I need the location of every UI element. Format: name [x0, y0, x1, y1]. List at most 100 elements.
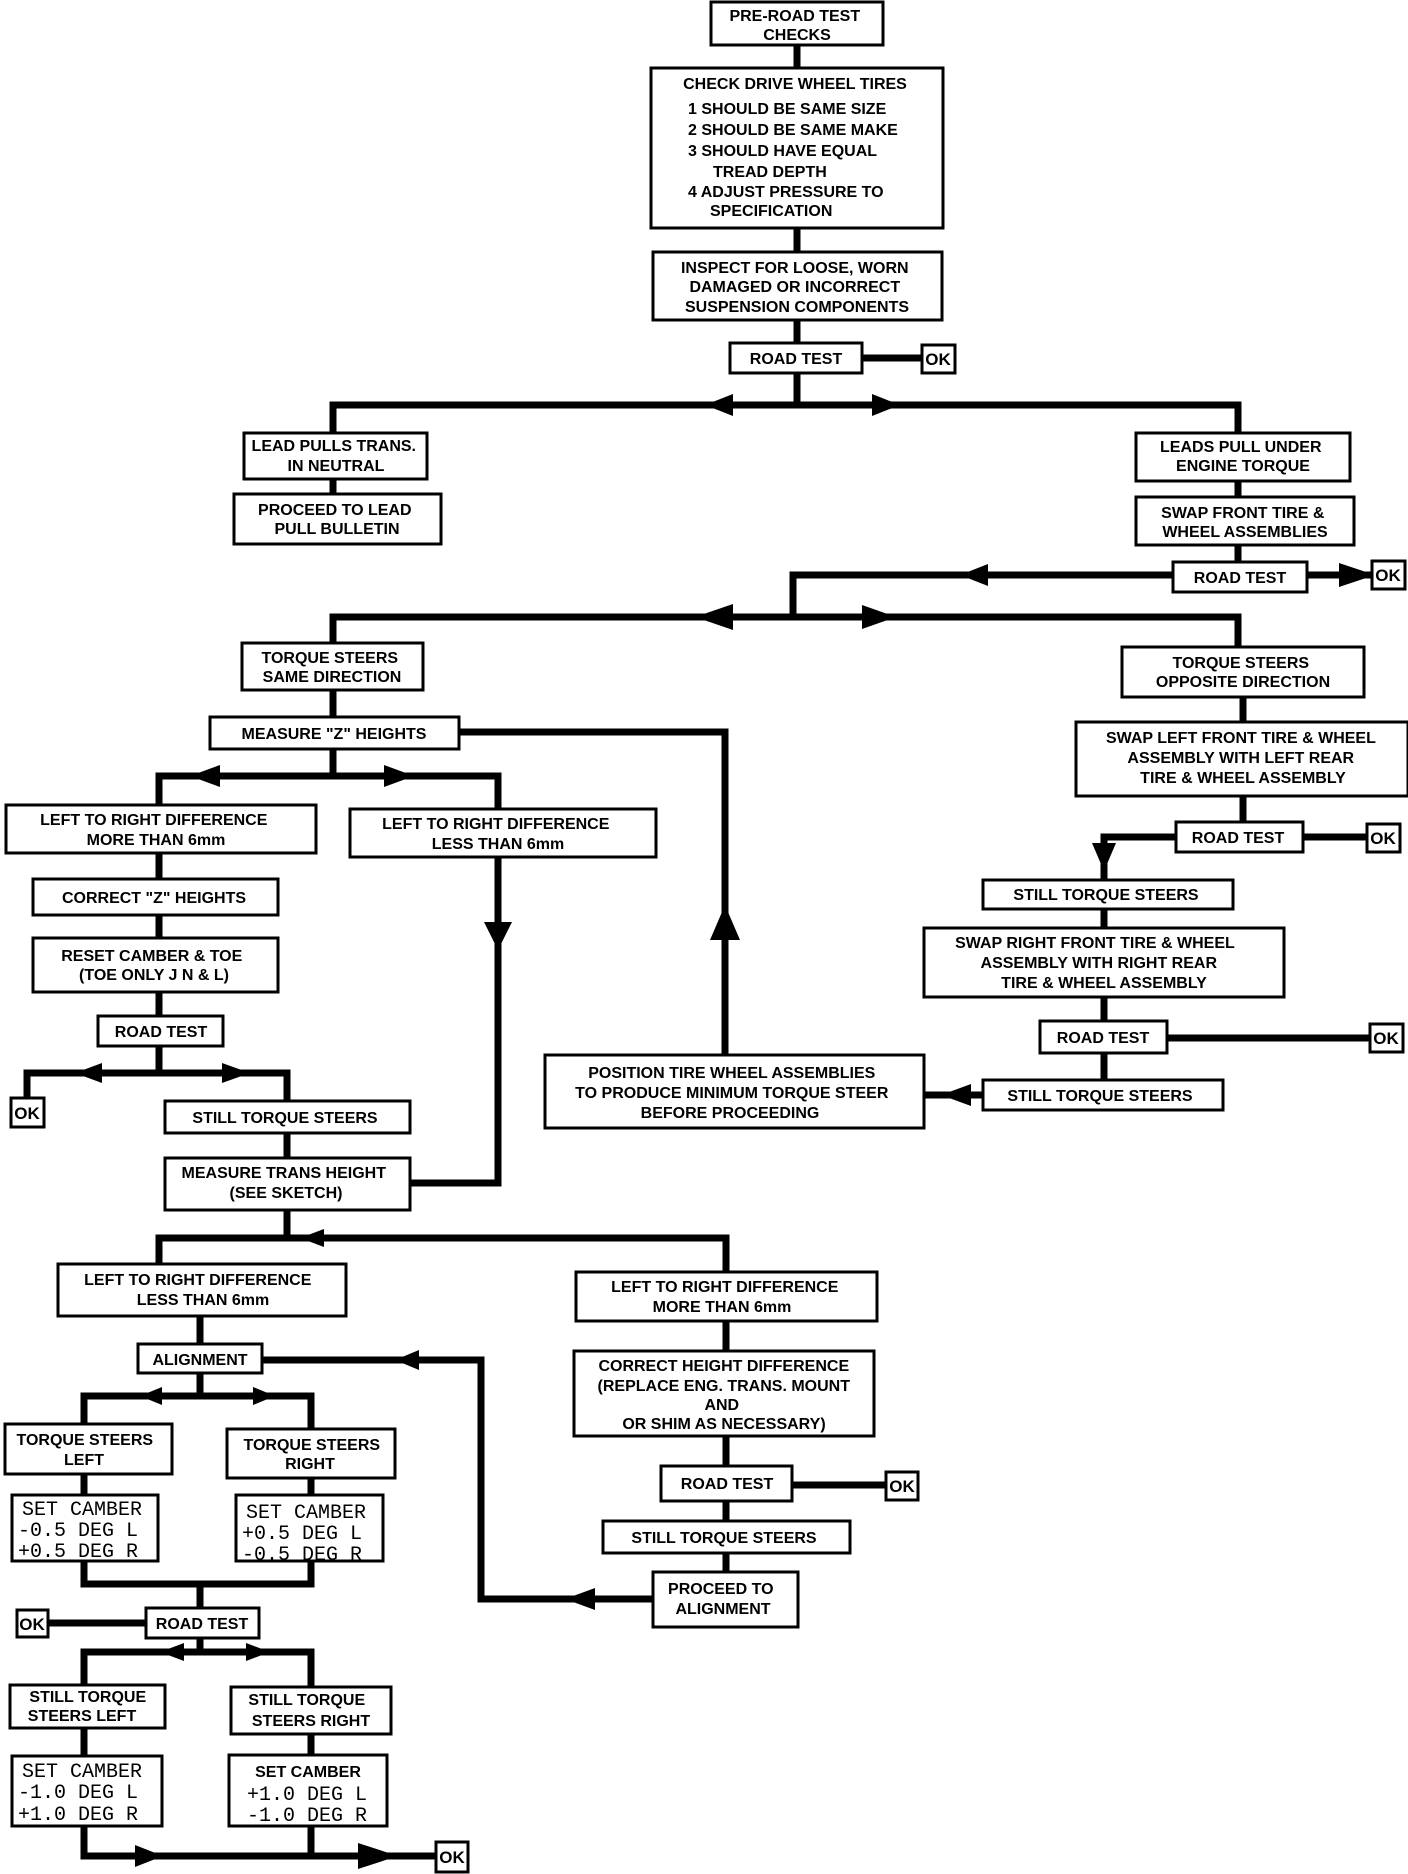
ok-box: OK [1365, 822, 1402, 854]
camber-left-2-values: SET CAMBER -1.0 DEG L +1.0 DEG R [18, 1761, 154, 1827]
proceed-lead-pull-label: PROCEED TO LEAD PULL BULLETIN [258, 502, 416, 538]
ok-box: OK [1370, 559, 1407, 591]
box-still-torque-4 [601, 1519, 852, 1555]
arrow-right-icon [1339, 563, 1375, 587]
box-road-test-2 [1171, 560, 1309, 594]
box-z-less [348, 807, 658, 859]
box-camber-right-2 [227, 1753, 389, 1828]
road-test-label: ROAD TEST [750, 351, 843, 368]
arrow-left-icon [160, 1643, 184, 1661]
line-branch-trans [155, 1234, 730, 1272]
box-camber-left-2 [10, 1754, 164, 1828]
check-tires-title: CHECK DRIVE WHEEL TIRES [683, 76, 907, 93]
arrow-left-icon [565, 1588, 595, 1610]
arrow-right-icon [246, 1643, 270, 1661]
box-leads-pull-torque [1134, 431, 1352, 483]
swap-front-label: SWAP FRONT TIRE & WHEEL ASSEMBLIES [1161, 505, 1329, 541]
still-torque-label: STILL TORQUE STEERS [631, 1530, 817, 1547]
ok-box: OK [15, 1608, 50, 1639]
arrow-left-icon [705, 394, 733, 416]
connectors [23, 45, 1372, 1860]
ok-box: OK [434, 1840, 470, 1874]
line-branch-z [155, 772, 502, 1187]
arrow-right-icon [135, 1845, 163, 1867]
line-measurez-loop [459, 728, 729, 1055]
box-trans-less [56, 1262, 348, 1318]
line-branch-align [80, 1392, 315, 1429]
box-swap-right [922, 926, 1286, 999]
alignment-label: ALIGNMENT [152, 1352, 247, 1369]
correct-z-label: CORRECT "Z" HEIGHTS [62, 890, 246, 907]
arrow-right-icon [253, 1387, 275, 1405]
box-road-test-7 [144, 1606, 261, 1640]
box-trans-more [574, 1270, 879, 1323]
svg-text:OK: OK [14, 1104, 40, 1123]
road-test-label: ROAD TEST [1194, 570, 1287, 587]
box-still-torque-1 [163, 1099, 412, 1135]
camber-right-1-values: SET CAMBER +0.5 DEG L -0.5 DEG R [242, 1502, 378, 1567]
measure-trans-label: MEASURE TRANS HEIGHT (SEE SKETCH) [182, 1165, 391, 1202]
box-check-tires [649, 66, 945, 230]
box-swap-front [1134, 495, 1356, 547]
torque-opposite-label: TORQUE STEERS OPPOSITE DIRECTION [1156, 655, 1330, 691]
road-test-label: ROAD TEST [156, 1616, 249, 1633]
swap-right-label: SWAP RIGHT FRONT TIRE & WHEEL ASSEMBLY W… [955, 935, 1239, 992]
box-z-more [4, 803, 318, 855]
box-proceed-lead-pull [232, 492, 443, 546]
box-lead-pulls-neutral [242, 431, 429, 481]
line-branch-road7 [80, 1648, 315, 1687]
road-test-label: ROAD TEST [681, 1476, 774, 1493]
svg-text:OK: OK [19, 1615, 45, 1634]
box-camber-right-1 [234, 1493, 385, 1563]
ts-right-label: TORQUE STEERS RIGHT [243, 1437, 384, 1473]
leads-pull-torque-label: LEADS PULL UNDER ENGINE TORQUE [1160, 439, 1326, 475]
line-branch-2 [329, 613, 1242, 647]
measure-z-label: MEASURE "Z" HEIGHTS [242, 726, 427, 743]
svg-text:OK: OK [1375, 566, 1401, 585]
arrowheads [75, 394, 1375, 1869]
arrow-left-icon [395, 1350, 419, 1370]
arrow-right-icon [358, 1843, 398, 1869]
box-still-right [229, 1685, 393, 1736]
box-camber-left-1 [10, 1493, 160, 1563]
proceed-alignment-label: PROCEED TO ALIGNMENT [668, 1581, 778, 1618]
box-torque-opposite [1120, 645, 1366, 699]
line-branch-3 [23, 1069, 291, 1101]
box-swap-left [1074, 720, 1408, 798]
box-road-test-5 [1038, 1019, 1169, 1055]
box-alignment [136, 1342, 264, 1375]
arrow-up-icon [710, 905, 740, 940]
line-camber2-join [80, 1826, 315, 1860]
box-correct-height [572, 1349, 876, 1438]
ok-box: OK [1368, 1022, 1405, 1054]
arrow-left-icon [960, 564, 988, 586]
line-road2-return [789, 571, 1173, 617]
road-test-label: ROAD TEST [115, 1024, 208, 1041]
camber-right-2-values: +1.0 DEG L -1.0 DEG R [247, 1784, 379, 1828]
arrow-right-icon [384, 765, 414, 787]
box-proceed-alignment [651, 1570, 800, 1629]
inspect-label: INSPECT FOR LOOSE, WORN DAMAGED OR INCOR… [681, 260, 913, 316]
box-road-test-4 [1174, 820, 1305, 854]
ok-box: OK [884, 1470, 920, 1502]
pre-road-test-label: PRE-ROAD TEST CHECKS [729, 8, 864, 44]
boxes [3, 0, 1408, 1828]
correct-height-label: CORRECT HEIGHT DIFFERENCE (REPLACE ENG. … [598, 1358, 855, 1433]
lead-pulls-neutral-label: LEAD PULLS TRANS. IN NEUTRAL [252, 438, 421, 475]
position-tire-label: POSITION TIRE WHEEL ASSEMBLIES TO PRODUC… [575, 1065, 893, 1122]
still-left-label: STILL TORQUE STEERS LEFT [28, 1689, 151, 1725]
svg-text:OK: OK [1370, 829, 1396, 848]
box-still-left [8, 1683, 167, 1730]
arrow-right-icon [862, 605, 896, 629]
box-torque-same [240, 641, 425, 692]
still-right-label: STILL TORQUE STEERS RIGHT [248, 1692, 370, 1730]
labels: PRE-ROAD TEST CHECKS CHECK DRIVE WHEEL T… [16, 8, 1376, 1828]
arrow-left-icon [140, 1387, 162, 1405]
check-tires-list: 1 SHOULD BE SAME SIZE 2 SHOULD BE SAME M… [688, 101, 902, 220]
box-pre-road-test [709, 0, 885, 47]
still-torque-label: STILL TORQUE STEERS [1013, 887, 1199, 904]
arrow-left-icon [75, 1063, 102, 1083]
arrow-left-icon [941, 1084, 971, 1106]
box-ts-right [225, 1427, 397, 1480]
